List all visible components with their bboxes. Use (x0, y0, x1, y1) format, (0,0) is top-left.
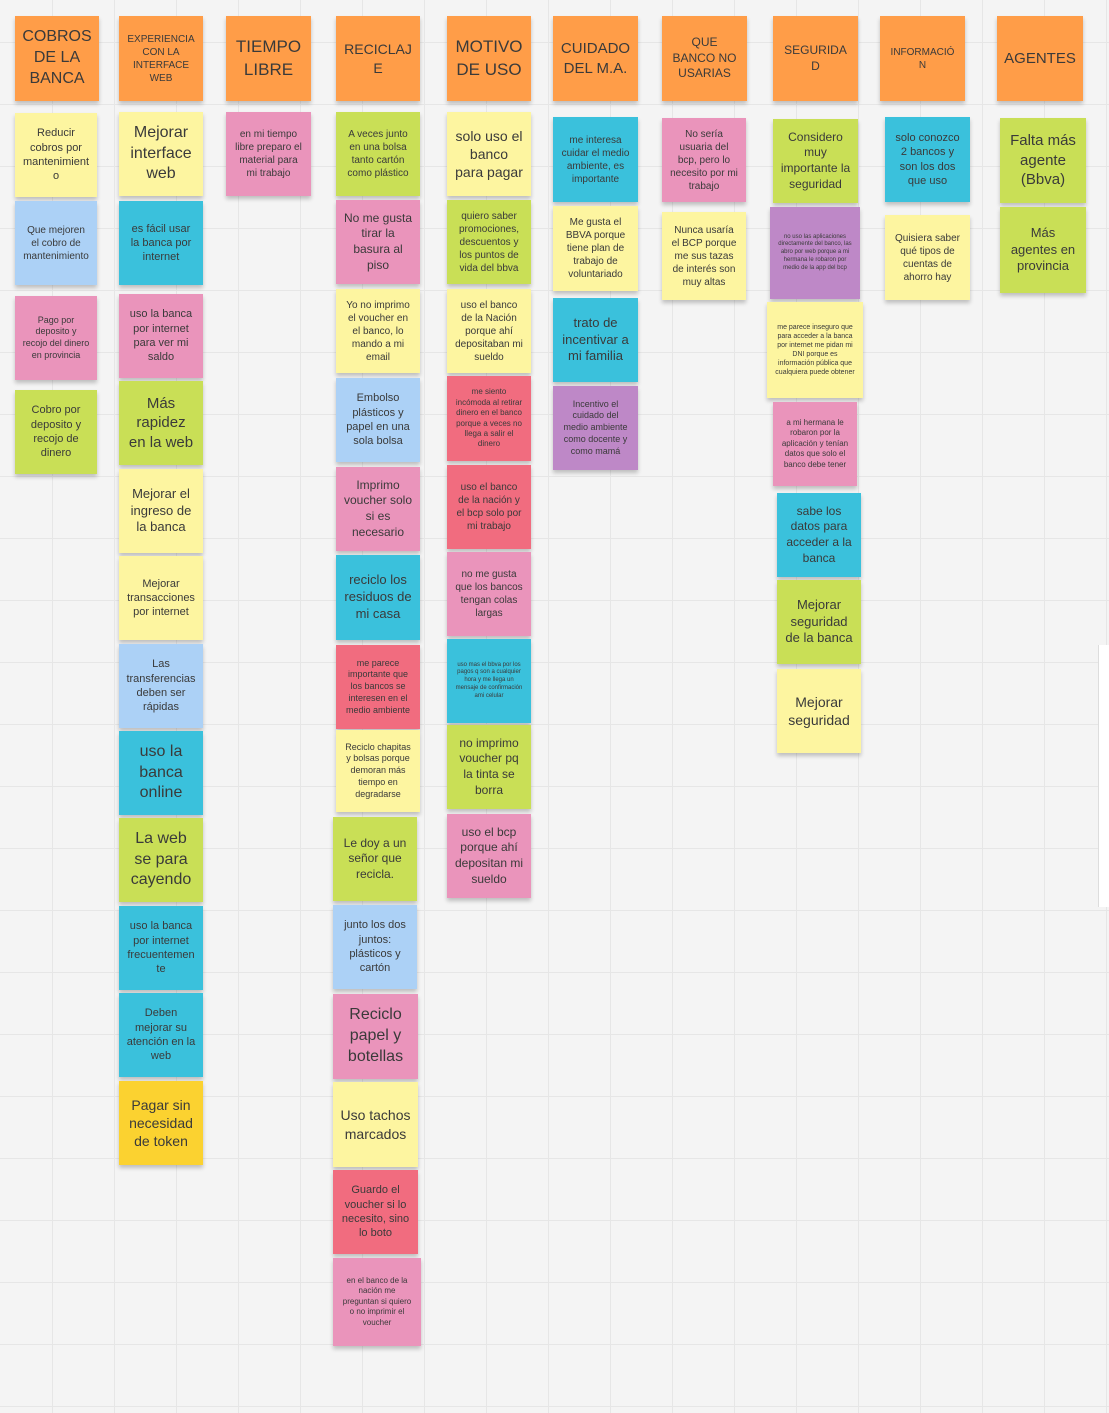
sticky-note[interactable]: a mi hermana le robaron por la aplicació… (773, 402, 857, 486)
sticky-note[interactable]: quiero saber promociones, descuentos y l… (447, 200, 531, 284)
sticky-note[interactable]: Las transferencias deben ser rápidas (119, 644, 203, 728)
sticky-note[interactable]: Reducir cobros por mantenimiento (15, 113, 97, 197)
sticky-note[interactable]: es fácil usar la banca por internet (119, 201, 203, 285)
sticky-note[interactable]: me parece inseguro que para acceder a la… (767, 302, 863, 398)
sticky-note[interactable]: Pagar sin necesidad de token (119, 1081, 203, 1165)
sticky-note[interactable]: Que mejoren el cobro de mantenimiento (15, 201, 97, 285)
sticky-note[interactable]: Imprimo voucher solo si es necesario (336, 467, 420, 551)
column-header[interactable]: SEGURIDAD (773, 16, 858, 101)
sticky-note[interactable]: Mejorar interface web (119, 112, 203, 196)
sticky-note[interactable]: Nunca usaría el BCP porque me sus tazas … (662, 212, 746, 300)
sticky-note[interactable]: Más agentes en provincia (1000, 207, 1086, 293)
sticky-note[interactable]: Me gusta el BBVA porque tiene plan de tr… (553, 206, 638, 291)
sticky-note[interactable]: no me gusta que los bancos tengan colas … (447, 552, 531, 636)
sticky-note[interactable]: reciclo los residuos de mi casa (336, 555, 420, 640)
column-header[interactable]: RECICLAJE (336, 16, 420, 101)
sticky-note[interactable]: Guardo el voucher si lo necesito, sino l… (333, 1170, 418, 1254)
sticky-note[interactable]: Más rapidez en la web (119, 381, 203, 465)
sticky-note[interactable]: junto los dos juntos: plásticos y cartón (333, 905, 417, 989)
column-header[interactable]: TIEMPO LIBRE (226, 16, 311, 101)
sticky-note[interactable]: La web se para cayendo (119, 818, 203, 902)
sticky-note[interactable]: me parece importante que los bancos se i… (336, 645, 420, 729)
column-header[interactable]: INFORMACIÓN (880, 16, 965, 101)
sticky-note[interactable]: A veces junto en una bolsa tanto cartón … (336, 112, 420, 196)
sticky-note[interactable]: Incentivo el cuidado del medio ambiente … (553, 386, 638, 470)
sticky-note[interactable]: Mejorar seguridad (777, 669, 861, 753)
sticky-note[interactable]: Uso tachos marcados (333, 1082, 418, 1167)
sticky-note[interactable]: Deben mejorar su atención en la web (119, 993, 203, 1077)
sticky-note[interactable]: No me gusta tirar la basura al piso (336, 200, 420, 284)
sticky-note[interactable]: Pago por deposito y recojo del dinero en… (15, 296, 97, 380)
sticky-note[interactable]: Embolso plásticos y papel en una sola bo… (336, 378, 420, 462)
sticky-note[interactable]: uso la banca por internet frecuentemente (119, 906, 203, 990)
sticky-note[interactable]: uso la banca online (119, 731, 203, 815)
sticky-note[interactable]: Quisiera saber qué tipos de cuentas de a… (885, 215, 970, 300)
sticky-note[interactable]: Reciclo papel y botellas (333, 994, 418, 1079)
sticky-note[interactable]: No sería usuaria del bcp, pero lo necesi… (662, 118, 746, 202)
sticky-note[interactable]: en mi tiempo libre preparo el material p… (226, 112, 311, 196)
sticky-note[interactable]: sabe los datos para acceder a la banca (777, 493, 861, 577)
sticky-note[interactable]: me interesa cuidar el medio ambiente, es… (553, 117, 638, 202)
sticky-note[interactable]: Yo no imprimo el voucher en el banco, lo… (336, 289, 420, 373)
column-header[interactable]: CUIDADO DEL M.A. (553, 16, 638, 101)
sticky-note[interactable]: Mejorar el ingreso de la banca (119, 469, 203, 553)
sticky-note[interactable]: no uso las aplicaciones directamente del… (770, 207, 860, 299)
sticky-note[interactable]: Falta más agente (Bbva) (1000, 118, 1086, 203)
sticky-note[interactable]: uso la banca por internet para ver mi sa… (119, 294, 203, 378)
sticky-note[interactable]: uso el banco de la Nación porque ahí dep… (447, 289, 531, 373)
sticky-note[interactable]: Reciclo chapitas y bolsas porque demoran… (336, 730, 420, 812)
sticky-note[interactable]: uso el bcp porque ahí depositan mi sueld… (447, 814, 531, 898)
sticky-note[interactable]: no imprimo voucher pq la tinta se borra (447, 725, 531, 809)
sticky-note[interactable]: me siento incómoda al retirar dinero en … (447, 376, 531, 461)
sticky-note[interactable]: en el banco de la nación me preguntan si… (333, 1258, 421, 1346)
sticky-note[interactable]: Le doy a un señor que recicla. (333, 817, 417, 901)
sticky-note[interactable]: Cobro por deposito y recojo de dinero (15, 390, 97, 474)
sticky-note[interactable]: uso mas el bbva por los pagos q son a cu… (447, 639, 531, 723)
panel-edge (1098, 645, 1109, 907)
column-header[interactable]: AGENTES (997, 16, 1083, 101)
sticky-note[interactable]: Mejorar transacciones por internet (119, 556, 203, 640)
sticky-note[interactable]: uso el banco de la nación y el bcp solo … (447, 465, 531, 549)
column-header[interactable]: EXPERIENCIA CON LA INTERFACE WEB (119, 16, 203, 101)
sticky-note[interactable]: solo uso el banco para pagar (447, 112, 531, 196)
sticky-note[interactable]: trato de incentivar a mi familia (553, 298, 638, 382)
column-header[interactable]: COBROS DE LA BANCA (15, 16, 99, 101)
column-header[interactable]: QUE BANCO NO USARIAS (662, 16, 747, 101)
sticky-note[interactable]: Mejorar seguridad de la banca (777, 580, 861, 664)
sticky-note[interactable]: Considero muy importante la seguridad (773, 119, 858, 203)
column-header[interactable]: MOTIVO DE USO (447, 16, 531, 101)
sticky-note[interactable]: solo conozco 2 bancos y son los dos que … (885, 117, 970, 202)
